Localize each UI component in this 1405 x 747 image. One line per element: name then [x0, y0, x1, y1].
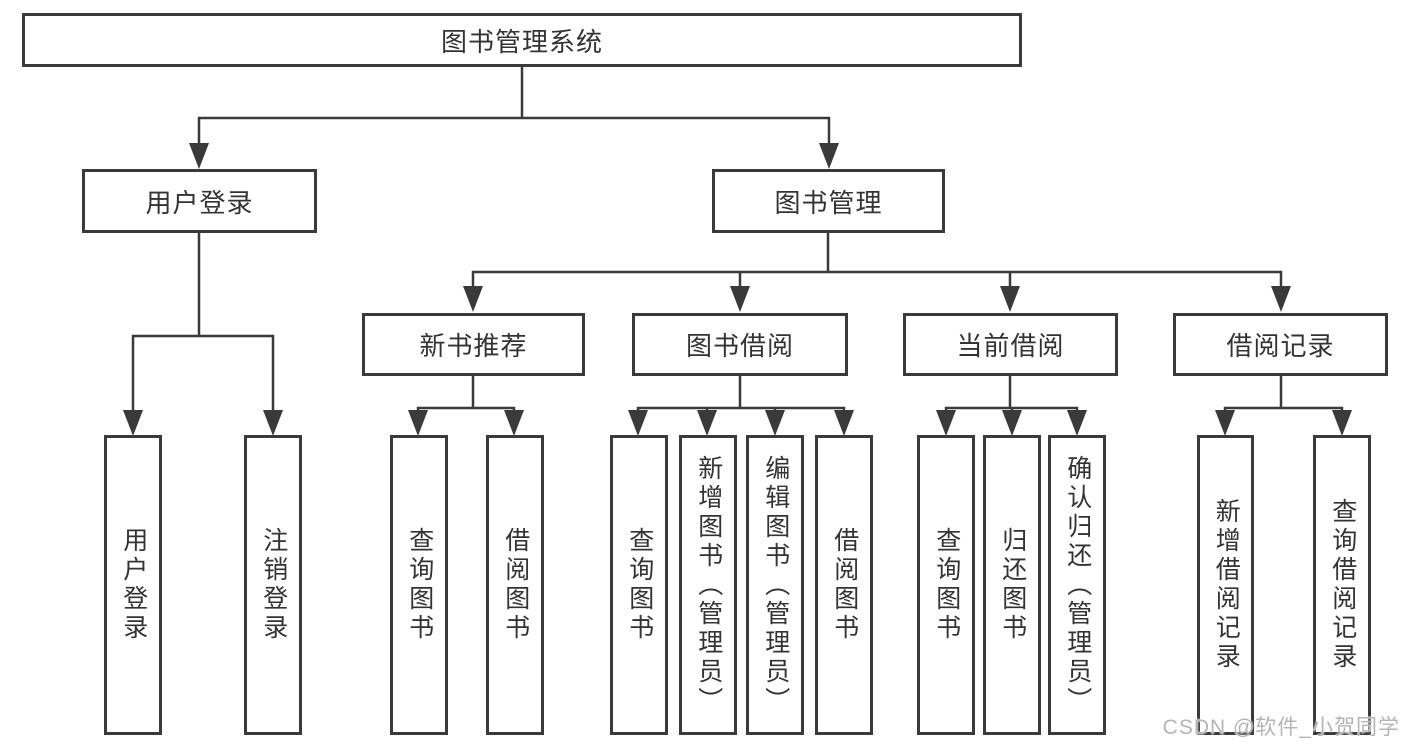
- node-library-management-system: 图书管理系统: [22, 13, 1022, 67]
- leaf-borrow-books-recommend: 借阅图书: [486, 435, 544, 735]
- leaf-add-borrow-record: 新增借阅记录: [1197, 435, 1254, 735]
- leaf-logout-login: 注销登录: [244, 435, 302, 735]
- leaf-user-login: 用户登录: [104, 435, 162, 735]
- leaf-borrow-books-borrowing: 借阅图书: [815, 435, 873, 735]
- node-book-borrowing: 图书借阅: [632, 313, 848, 376]
- csdn-watermark: CSDN @软件_小贺同学: [1162, 716, 1400, 739]
- leaf-query-books-current: 查询图书: [917, 435, 975, 735]
- node-borrowing-records: 借阅记录: [1173, 313, 1388, 376]
- node-new-book-recommendation: 新书推荐: [362, 313, 585, 376]
- leaf-add-books-admin: 新增图书（管理员）: [679, 435, 737, 735]
- leaf-return-books: 归还图书: [983, 435, 1041, 735]
- leaf-query-borrow-record: 查询借阅记录: [1313, 435, 1371, 735]
- leaf-query-books-recommend: 查询图书: [390, 435, 448, 735]
- node-user-login: 用户登录: [82, 169, 317, 233]
- leaf-edit-books-admin: 编辑图书（管理员）: [746, 435, 804, 735]
- leaf-confirm-return-admin: 确认归还（管理员）: [1048, 435, 1106, 735]
- leaf-query-books-borrowing: 查询图书: [610, 435, 668, 735]
- node-current-borrowing: 当前借阅: [903, 313, 1118, 376]
- node-book-management: 图书管理: [712, 169, 945, 233]
